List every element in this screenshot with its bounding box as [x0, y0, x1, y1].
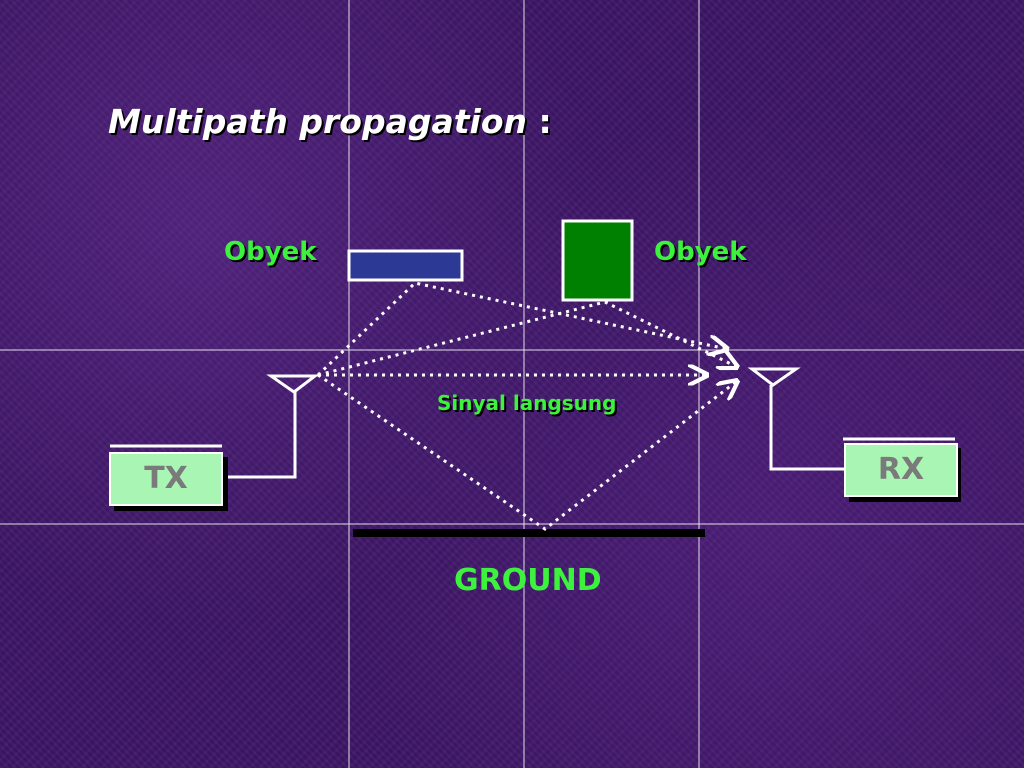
signal-paths: [316, 281, 737, 531]
tx-label: TX: [144, 461, 188, 496]
tx-box: [109, 444, 228, 511]
rx-antenna: [747, 367, 846, 471]
ground-label: GROUND: [454, 563, 602, 598]
title-text: Multipath propagation: [108, 102, 527, 141]
tx-antenna: [226, 374, 320, 479]
rx-label: RX: [877, 452, 925, 487]
object-green-rect: [561, 219, 634, 302]
object-label-left: Obyek: [224, 237, 317, 267]
path-reflect-ground: [317, 373, 737, 531]
direct-signal-label: Sinyal langsung: [437, 391, 617, 415]
title-colon: :: [538, 102, 552, 141]
path-reflect-blue: [316, 281, 727, 377]
path-reflect-green: [317, 300, 737, 377]
object-label-right: Obyek: [654, 237, 747, 267]
slide-title: Multipath propagation :: [108, 102, 552, 141]
object-blue-rect: [347, 249, 464, 282]
rx-box: [843, 437, 961, 502]
ground-line: [353, 529, 705, 537]
